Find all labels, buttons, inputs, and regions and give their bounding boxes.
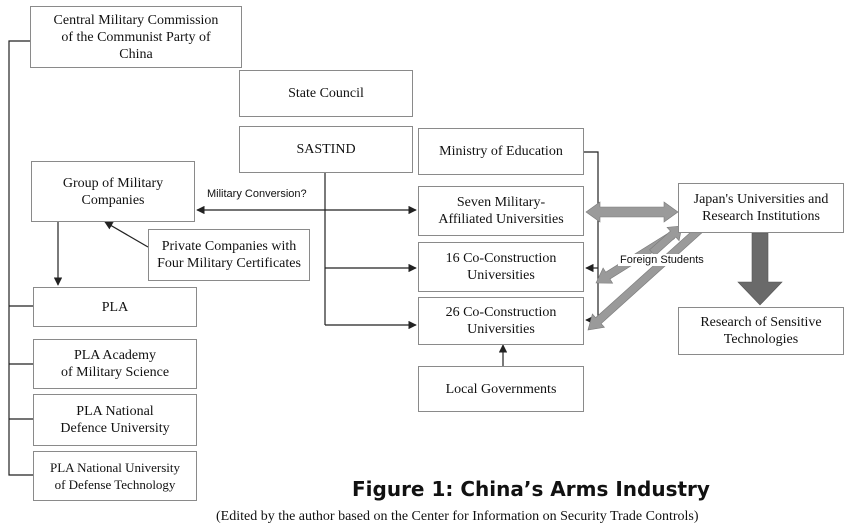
military-conversion-label: Military Conversion? — [207, 188, 307, 200]
figure-title: Figure 1: China’s Arms Industry — [352, 477, 710, 501]
pla-box: PLA — [33, 287, 197, 327]
ministry-of-education-box: Ministry of Education — [418, 128, 584, 175]
moe-bracket — [584, 151, 599, 325]
japan-to-sensitive-arrow — [737, 232, 783, 306]
private-to-companies-arrow — [104, 221, 149, 248]
sastind-box: SASTIND — [239, 126, 413, 173]
pla-nudt-box: PLA National University of Defense Techn… — [33, 451, 197, 501]
sensitive-technologies-box: Research of Sensitive Technologies — [678, 307, 844, 355]
foreign-students-label: Foreign Students — [618, 254, 706, 266]
co26-universities-box: 26 Co-Construction Universities — [418, 297, 584, 345]
seven-universities-box: Seven Military- Affiliated Universities — [418, 186, 584, 236]
seven-japan-double-arrow — [585, 201, 679, 223]
group-military-companies-box: Group of Military Companies — [31, 161, 195, 222]
private-companies-box: Private Companies with Four Military Cer… — [148, 229, 310, 281]
cmc-box: Central Military Commission of the Commu… — [30, 6, 242, 68]
co16-universities-box: 16 Co-Construction Universities — [418, 242, 584, 292]
pla-ams-box: PLA Academy of Military Science — [33, 339, 197, 389]
local-governments-box: Local Governments — [418, 366, 584, 412]
cmc-spine-line — [8, 40, 33, 476]
figure-source-note: (Edited by the author based on the Cente… — [216, 509, 699, 524]
japan-universities-box: Japan's Universities and Research Instit… — [678, 183, 844, 233]
pla-ndu-box: PLA National Defence University — [33, 394, 197, 446]
state-council-box: State Council — [239, 70, 413, 117]
